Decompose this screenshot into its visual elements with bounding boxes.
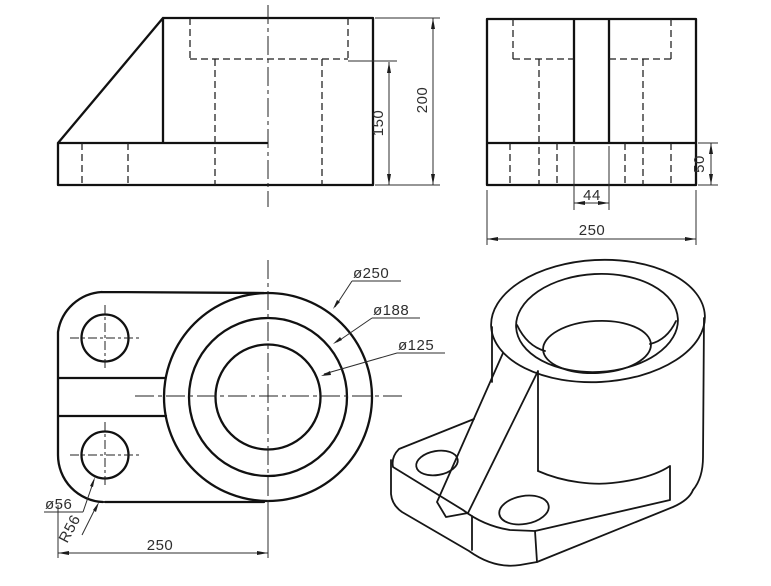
label-dia-125: ø125 xyxy=(398,337,434,354)
plan-plate-outline xyxy=(56,290,266,504)
side-visible-edges xyxy=(485,17,698,187)
iso-hole-front xyxy=(498,494,550,526)
label-dia-250: ø250 xyxy=(353,265,389,282)
label-dia-188: ø188 xyxy=(373,302,409,319)
iso-inner-rim xyxy=(515,272,679,374)
iso-rib xyxy=(436,352,539,518)
dim-200: 200 xyxy=(414,87,431,114)
iso-cylinder-sides xyxy=(491,317,705,491)
dim-50: 50 xyxy=(691,155,708,173)
label-dia-56: ø56 xyxy=(45,496,72,513)
dim-44: 44 xyxy=(583,187,601,204)
iso-plate-bottom-face xyxy=(390,459,694,567)
iso-counterbore-floor xyxy=(516,320,677,352)
side-dimensions: 50 44 250 xyxy=(486,142,718,245)
dim-150: 150 xyxy=(370,110,387,137)
plan-centerlines xyxy=(135,260,403,502)
iso-plate-corner-edges xyxy=(471,515,538,563)
side-view: 50 44 250 xyxy=(485,17,718,245)
iso-bore-ellipse xyxy=(542,319,652,375)
label-r56: R56 xyxy=(56,512,85,546)
front-hidden-lines xyxy=(81,18,349,185)
dim-250-plan: 250 xyxy=(147,537,174,554)
iso-view xyxy=(390,258,706,567)
front-dimensions: 150 200 xyxy=(348,17,440,186)
dim-250-side: 250 xyxy=(579,222,606,239)
iso-plate-top-face xyxy=(391,418,671,532)
iso-outer-rim xyxy=(490,258,706,384)
plan-labels: ø250 ø188 ø125 ø56 R56 xyxy=(44,265,445,546)
plan-dimension-250: 250 xyxy=(57,502,269,558)
plan-hole-crosshairs xyxy=(70,305,140,488)
side-hidden-lines xyxy=(509,19,672,185)
front-view: 150 200 xyxy=(56,5,440,207)
iso-hole-left xyxy=(415,449,459,477)
plan-view: ø250 ø188 ø125 ø56 R56 250 xyxy=(44,260,445,558)
